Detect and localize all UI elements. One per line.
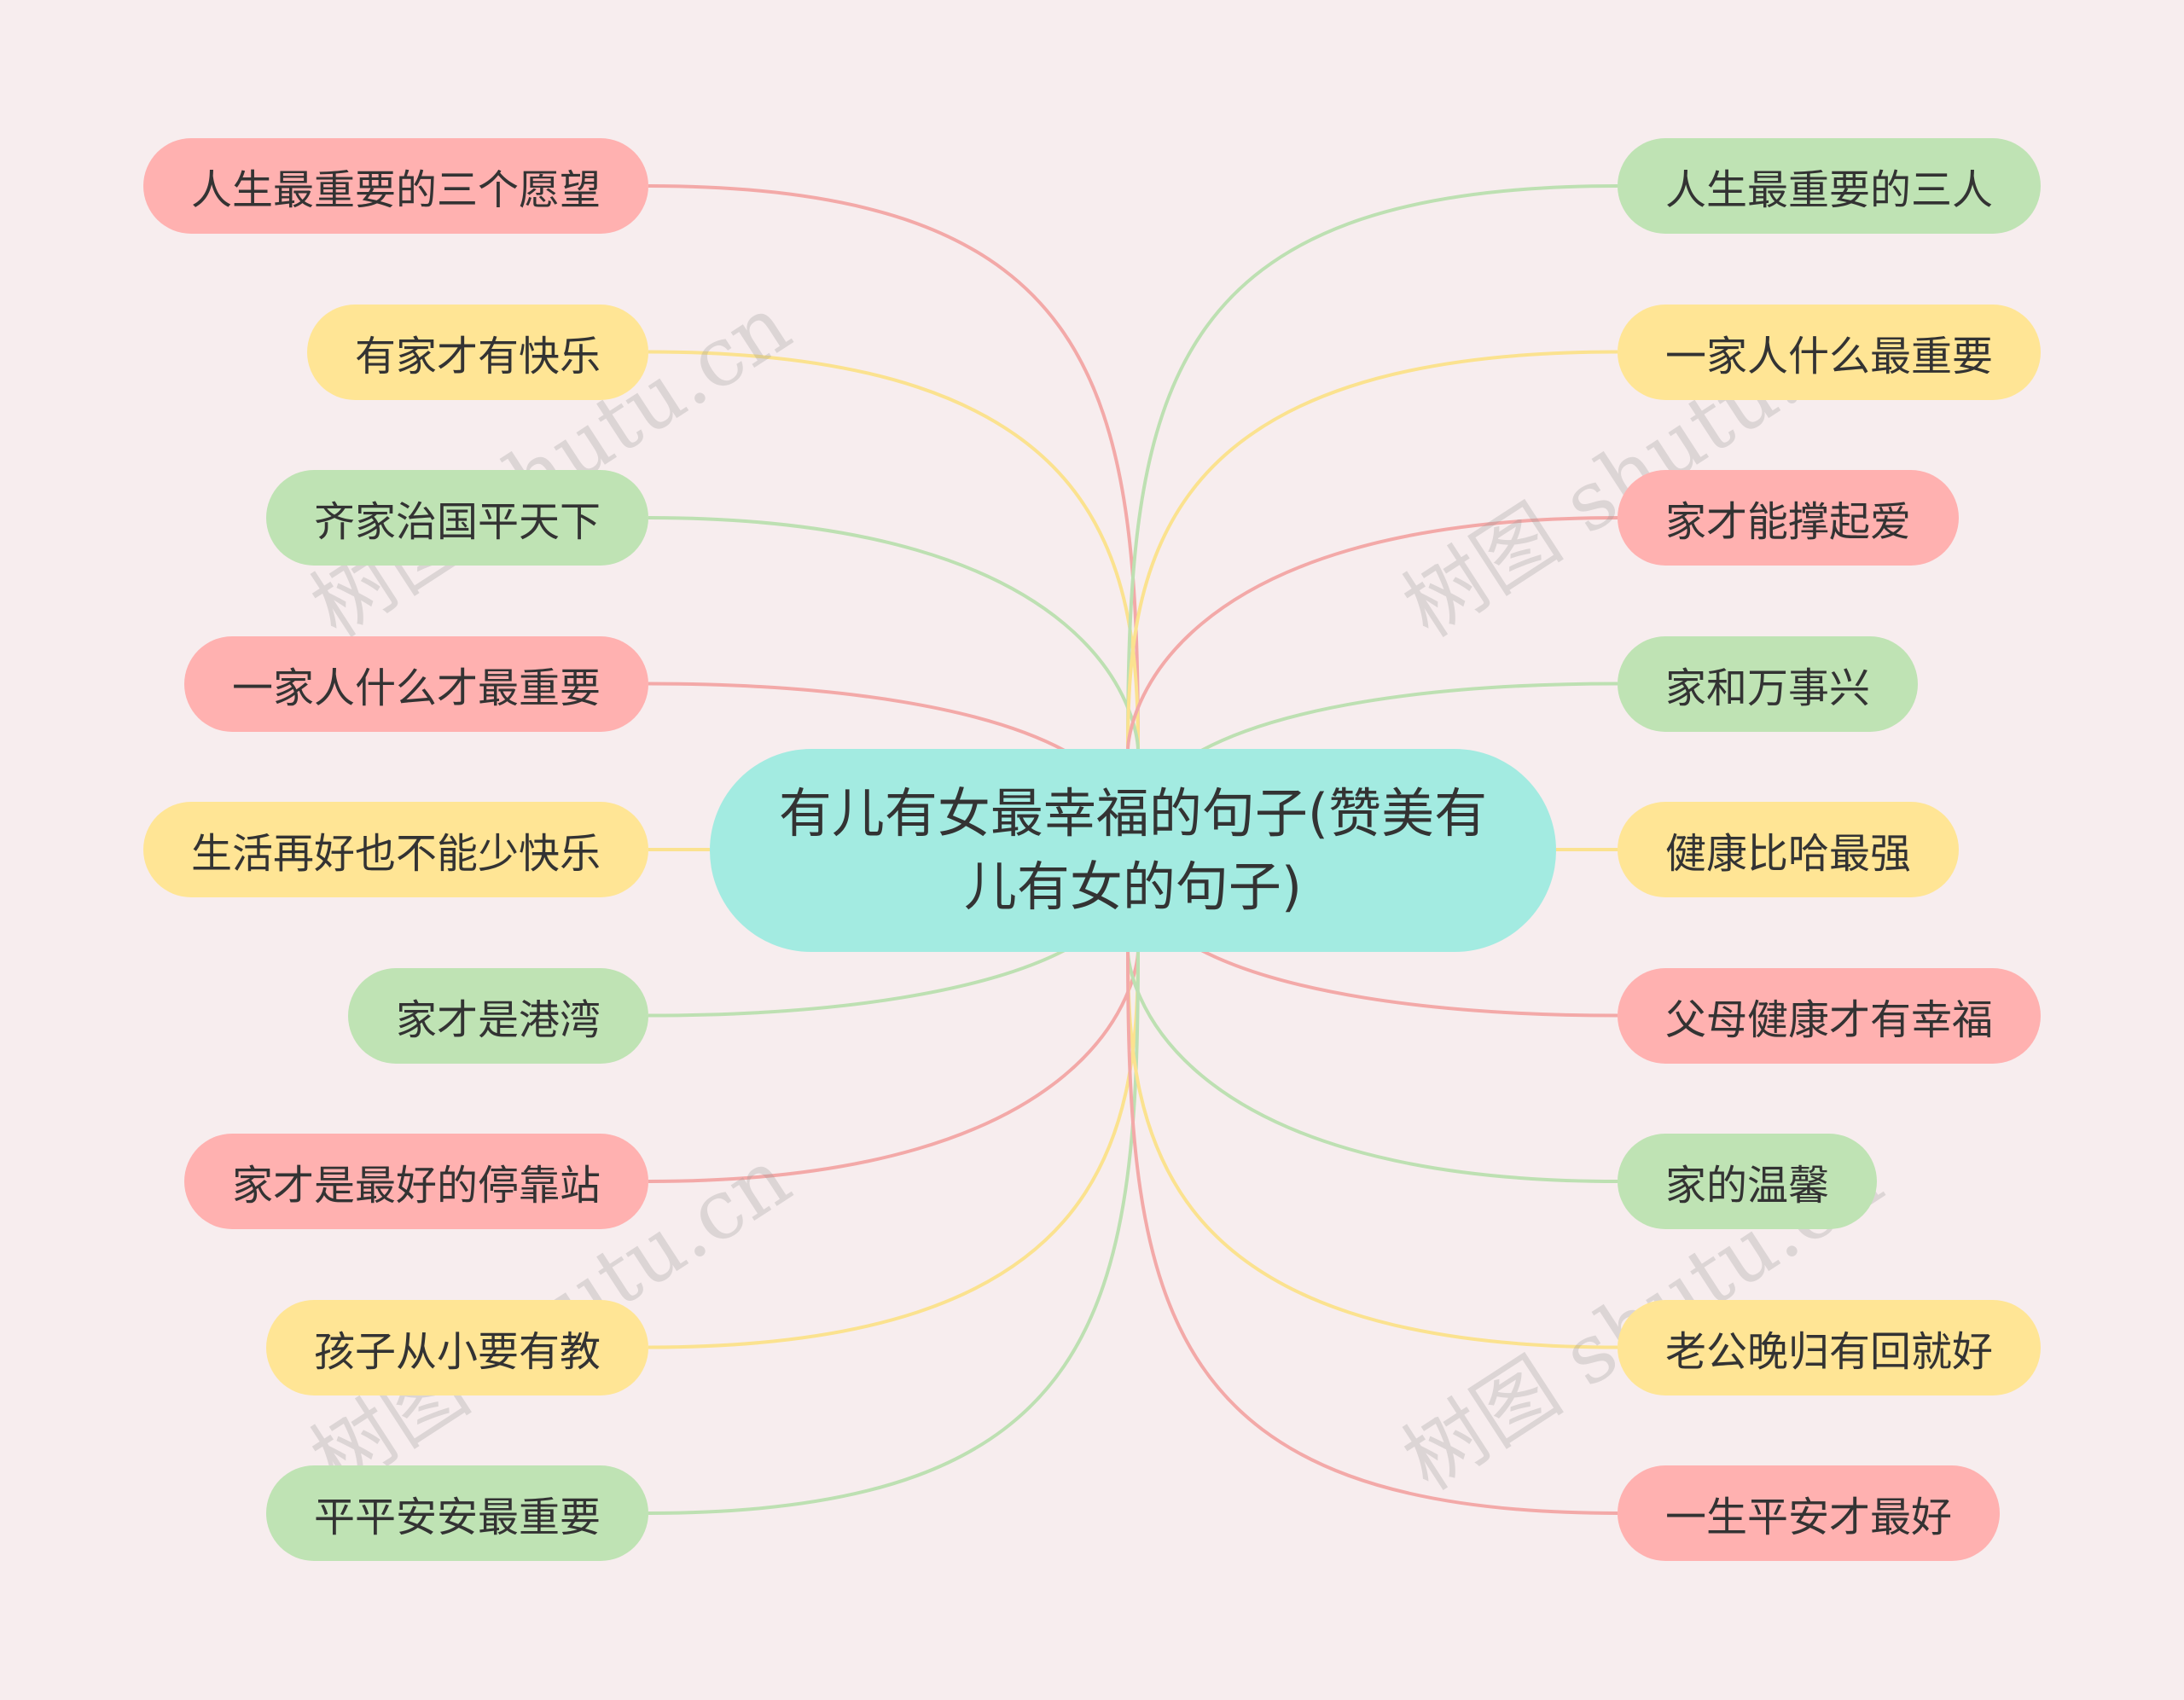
left-branch-node[interactable]: 有家才有快乐 xyxy=(307,304,648,400)
right-branch-node[interactable]: 人生最重要的三人 xyxy=(1618,138,2041,234)
branch-link xyxy=(648,949,1140,1183)
branch-link xyxy=(1200,949,1618,1018)
branch-link xyxy=(1126,350,1618,751)
root-topic[interactable]: 有儿有女最幸福的句子(赞美有儿有女的句子) xyxy=(710,749,1556,952)
branch-link xyxy=(648,682,1066,752)
right-branch-node[interactable]: 家的温馨 xyxy=(1618,1134,1877,1229)
right-branch-node[interactable]: 家和万事兴 xyxy=(1618,635,1918,732)
branch-link xyxy=(1126,516,1618,751)
left-branch-node[interactable]: 齐家治国平天下 xyxy=(266,470,648,566)
branch-link xyxy=(648,949,1140,1515)
branch-link xyxy=(648,949,1066,1018)
right-branch-node[interactable]: 健康比哈最强 xyxy=(1618,802,1959,897)
branch-link xyxy=(1126,949,1618,1349)
left-branch-node[interactable]: 家才是最好的停靠站 xyxy=(184,1134,648,1229)
branch-link xyxy=(1126,949,1618,1515)
left-branch-node[interactable]: 生活再好也不能少快乐 xyxy=(143,802,648,897)
branch-link xyxy=(1200,682,1618,752)
right-branch-node[interactable]: 一家人什么最重要 xyxy=(1618,304,2041,400)
left-branch-node[interactable]: 家才是港湾 xyxy=(348,967,648,1064)
branch-link xyxy=(648,949,1140,1349)
right-branch-node[interactable]: 父母健康才有幸福 xyxy=(1618,967,2041,1064)
branch-link xyxy=(648,184,1140,751)
left-branch-node[interactable]: 一家人什么才最重要 xyxy=(184,635,648,732)
branch-link xyxy=(648,350,1140,751)
left-branch-node[interactable]: 人生最重要的三个愿望 xyxy=(143,138,648,234)
left-branch-node[interactable]: 孩子从小要有教 xyxy=(266,1299,648,1395)
right-branch-node[interactable]: 家才能撑起爱 xyxy=(1618,470,1959,566)
left-branch-node[interactable]: 平平安安最重要 xyxy=(266,1465,648,1561)
right-branch-node[interactable]: 老公晚归有回就好 xyxy=(1618,1299,2041,1395)
branch-link xyxy=(648,516,1140,751)
branch-link xyxy=(1126,949,1618,1183)
right-branch-node[interactable]: 一生平安才最好 xyxy=(1618,1465,2000,1561)
branch-link xyxy=(1126,184,1618,751)
